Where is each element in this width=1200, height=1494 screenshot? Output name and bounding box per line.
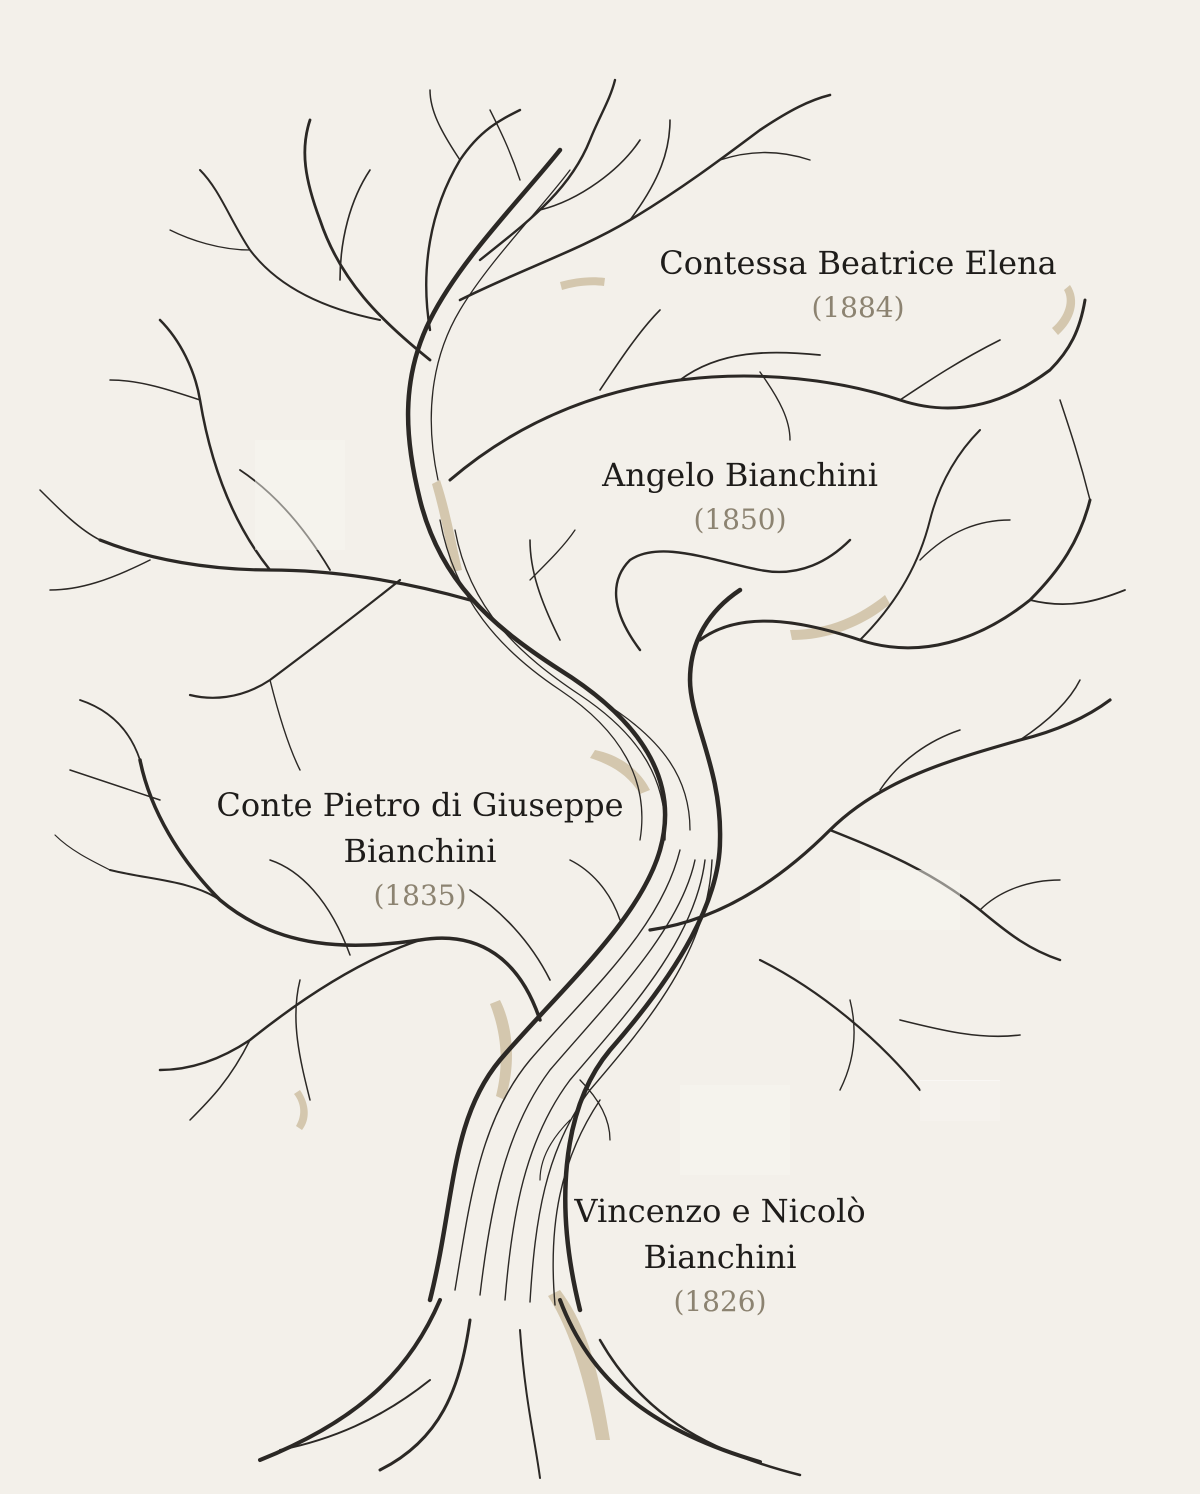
person-year: (1826) <box>673 1285 767 1318</box>
person-name-line1: Conte Pietro di Giuseppe <box>216 786 624 824</box>
person-name: Contessa Beatrice Elena <box>659 244 1057 282</box>
tree-shadow-accents <box>294 277 1076 1440</box>
person-label-vincenzo: Vincenzo e Nicolò Bianchini (1826) <box>520 1188 920 1324</box>
person-name-line2: Bianchini <box>643 1238 797 1276</box>
person-label-angelo: Angelo Bianchini (1850) <box>480 452 1000 542</box>
person-year: (1884) <box>811 291 905 324</box>
tree-branches <box>39 78 1126 1181</box>
person-label-beatrice: Contessa Beatrice Elena (1884) <box>598 240 1118 330</box>
background-patch <box>920 1080 1000 1121</box>
background-patch <box>680 1085 790 1175</box>
person-name: Angelo Bianchini <box>602 456 878 494</box>
tree-roots <box>258 1298 802 1479</box>
tree-trunk <box>405 147 743 1313</box>
person-year: (1850) <box>693 503 787 536</box>
person-year: (1835) <box>373 879 467 912</box>
background-patch <box>860 870 960 930</box>
person-name-line1: Vincenzo e Nicolò <box>574 1192 866 1230</box>
person-name-line2: Bianchini <box>343 832 497 870</box>
background-patch <box>255 440 345 550</box>
person-label-pietro: Conte Pietro di Giuseppe Bianchini (1835… <box>170 782 670 918</box>
